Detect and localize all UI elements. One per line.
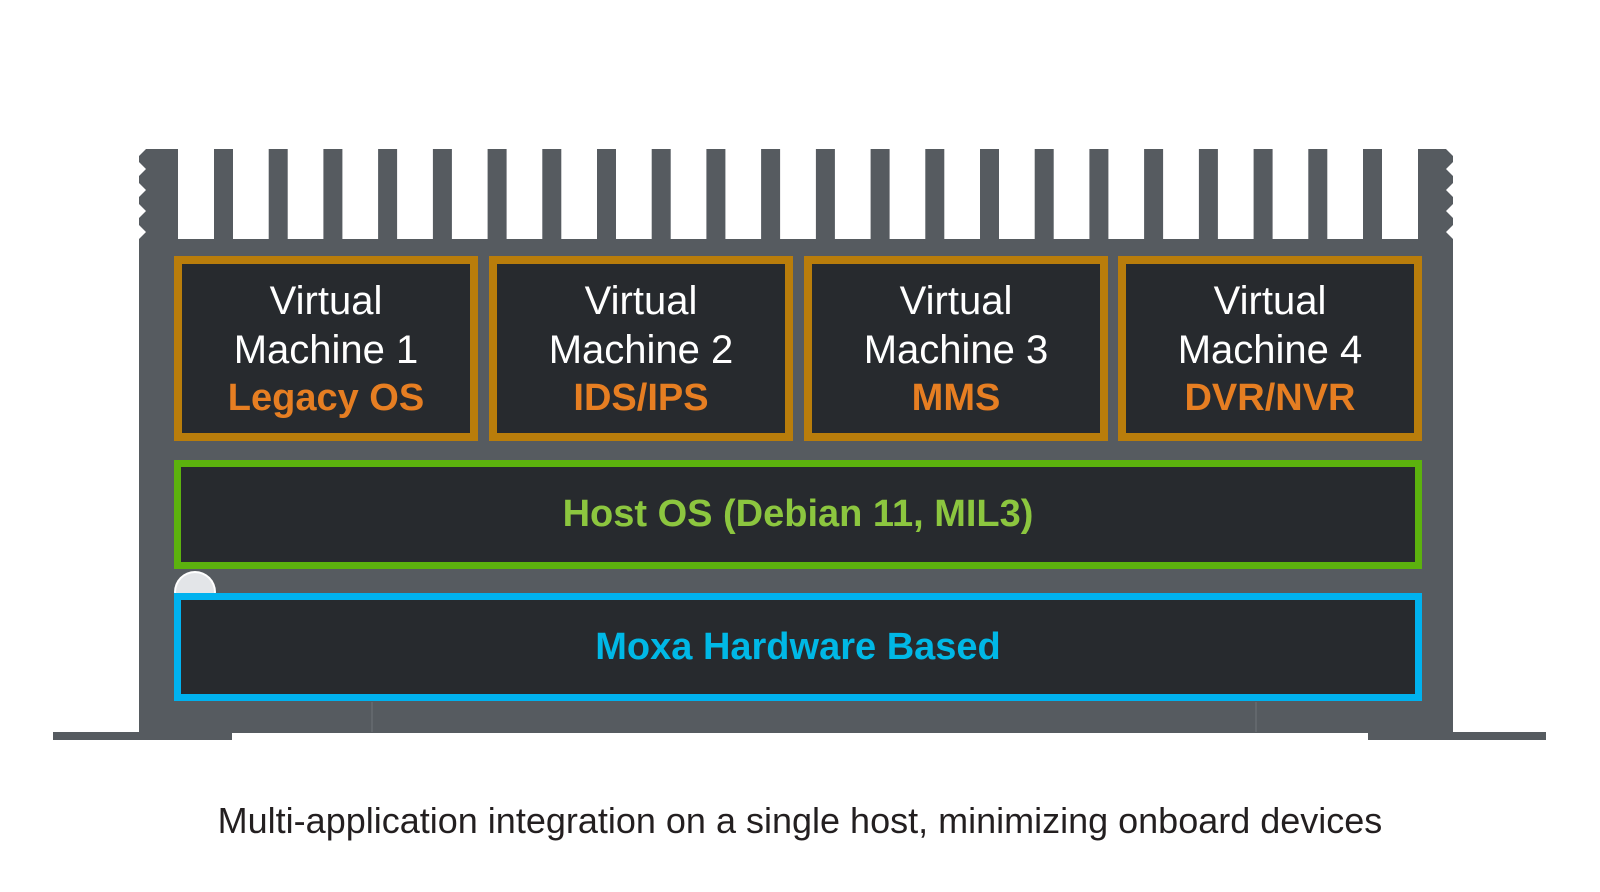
vm-2-title-line1: Virtual [584, 279, 698, 323]
left-mounting-foot [53, 732, 232, 740]
heatsink-fin [432, 149, 452, 241]
heatsink-fin [214, 149, 233, 241]
heatsink-fin [1363, 149, 1382, 241]
vm-2-role: IDS/IPS [573, 377, 709, 419]
heatsink-fin [268, 149, 288, 241]
vm-1-title-line2: Machine 1 [233, 328, 419, 372]
vm-1-role: Legacy OS [227, 377, 425, 419]
heatsink-fin [980, 149, 999, 241]
vm-1-title-line1: Virtual [269, 279, 383, 323]
heatsink-fin [487, 149, 507, 241]
heatsink-fin [651, 149, 671, 241]
heatsink-fin [706, 149, 726, 241]
heatsink-fin [542, 149, 562, 241]
heatsink-fin [1034, 149, 1054, 241]
vm-2-box: Virtual Machine 2 IDS/IPS [489, 256, 793, 441]
heatsink-fin [870, 149, 890, 241]
vm-4-title-line2: Machine 4 [1177, 328, 1363, 372]
host-os-label: Host OS (Debian 11, MIL3) [562, 493, 1034, 535]
heatsink-fin [1198, 149, 1218, 241]
vm-4-title-line1: Virtual [1213, 279, 1327, 323]
heatsink-fin [1089, 149, 1109, 241]
heatsink-fin [761, 149, 781, 241]
vm-1-box: Virtual Machine 1 Legacy OS [174, 256, 478, 441]
vm-3-box: Virtual Machine 3 MMS [804, 256, 1108, 441]
heatsink-fin [378, 149, 398, 241]
vm-4-role: DVR/NVR [1184, 377, 1356, 419]
vm-3-title-line1: Virtual [899, 279, 1013, 323]
vm-3-title-line2: Machine 3 [863, 328, 1049, 372]
vm-2-title-line2: Machine 2 [548, 328, 734, 372]
host-os-layer: Host OS (Debian 11, MIL3) [174, 460, 1422, 569]
heatsink-fin [1144, 149, 1164, 241]
heatsink-fin [815, 149, 835, 241]
heatsink-fin [597, 149, 616, 241]
heatsink-fin [1308, 149, 1328, 241]
heatsink-fins [214, 149, 1382, 241]
heatsink-fin [323, 149, 343, 241]
vm-4-box: Virtual Machine 4 DVR/NVR [1118, 256, 1422, 441]
hardware-layer: Moxa Hardware Based [174, 593, 1422, 701]
vm-3-role: MMS [911, 377, 1001, 419]
hardware-label: Moxa Hardware Based [595, 625, 1001, 668]
heatsink-fin [925, 149, 945, 241]
diagram-caption: Multi-application integration on a singl… [217, 800, 1383, 841]
heatsink-fin [1253, 149, 1273, 241]
right-mounting-foot [1368, 732, 1546, 740]
